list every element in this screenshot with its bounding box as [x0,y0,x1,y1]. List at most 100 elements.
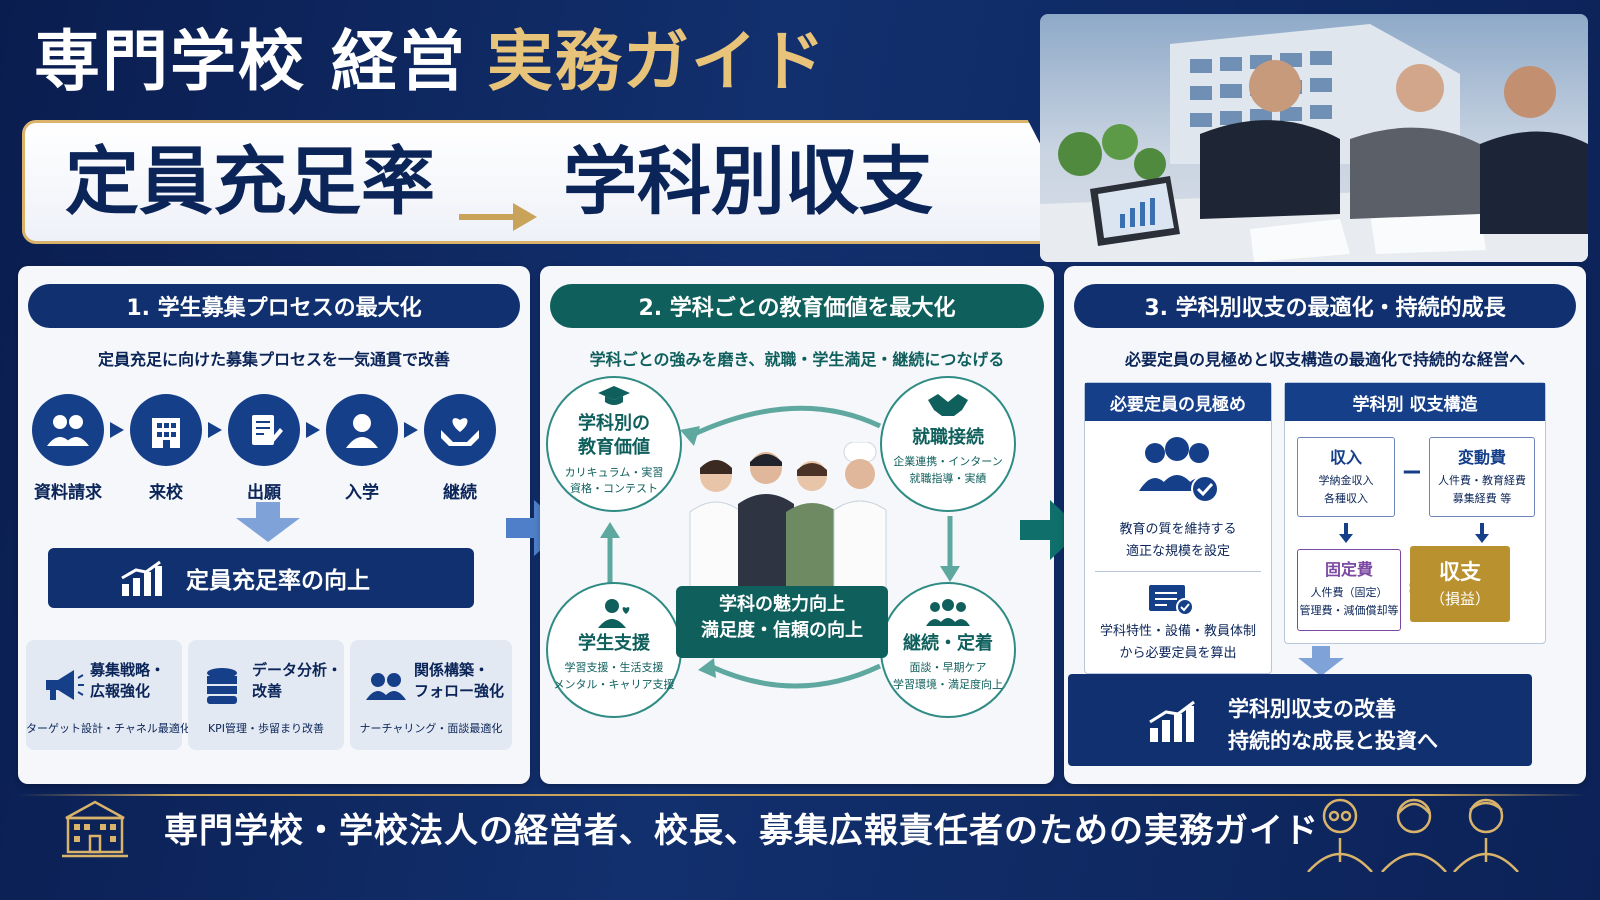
subtitle-right: 学科別収支 [563,139,933,225]
revenue-title: 収入 [1329,448,1362,467]
card-title-line2: 広報強化 [90,682,151,700]
revenue-line2: 各種収入 [1324,491,1368,505]
step-continue: 継続 [422,394,498,503]
cycle-education-value: 学科別の教育価値 カリキュラム・実習資格・コンテスト [546,376,682,512]
arrow-down-icon [236,502,300,542]
capacity-item1-line1: 教育の質を維持する [1119,522,1237,537]
revenue-line1: 学納金収入 [1318,474,1374,487]
person-icon [326,394,398,466]
cycle-desc-line2: 学習環境・満足度向上 [893,677,1003,691]
megaphone-icon [40,666,84,706]
result-text: 定員充足率の向上 [186,568,370,594]
capacity-item2-line2: から必要定員を算出 [1119,646,1237,662]
divider [1095,571,1261,572]
result-balance-improvement: 学科別収支の改善 持続的な成長と投資へ [1068,674,1532,766]
variable-cost-box: 変動費 人件費・教育経費募集経費 等 [1429,437,1535,517]
step-arrow-icon [110,422,124,438]
panel2-lead: 学科ごとの強みを磨き、就職・学生満足・継続につなげる [589,350,1005,369]
cycle-title: 学生支援 [578,633,650,654]
footer-divider [18,794,1586,796]
database-icon [202,666,246,706]
fixed-title: 固定費 [1324,560,1373,579]
students-illustration [678,441,898,593]
result-line1: 学科別収支の改善 [1228,697,1396,721]
capacity-item2-line1: 学科特性・設備・教員体制 [1099,624,1256,639]
application-icon [228,394,300,466]
balance-title: 収支 [1439,560,1481,584]
panel3-lead: 必要定員の見極めと収支構造の最適化で持続的な経営へ [1124,350,1525,369]
result-line2: 持続的な成長と投資へ [1228,728,1438,753]
step-label: 資料請求 [34,483,102,503]
subtitle-banner: 定員充足率 学科別収支 [22,120,1092,244]
result-capacity-rate: 定員充足率の向上 [48,548,474,608]
card-title-line1: データ分析・ [252,661,343,679]
school-building-icon [60,798,130,860]
cycle-desc-line1: カリキュラム・実習 [564,465,664,479]
balance-sub: （損益） [1429,590,1490,608]
people-icon [32,394,104,466]
card-desc: ナーチャリング・面談最適化 [359,722,503,735]
card-title-line2: フォロー強化 [414,682,505,700]
variable-line1: 人件費・教育経費 [1438,474,1526,487]
step-label: 出願 [247,483,281,503]
step-visit: 来校 [128,394,204,503]
cycle-desc-line1: 学習支援・生活支援 [564,661,664,675]
step-label: 継続 [443,483,477,503]
revenue-box: 収入 学納金収入各種収入 [1297,437,1395,517]
arrow-down-icon [1475,523,1489,547]
step-label: 入学 [345,483,379,503]
panel1-heading: 1. 学生募集プロセスの最大化 [28,284,520,328]
cycle-title-line2: 教育価値 [578,437,650,459]
variable-line2: 募集経費 等 [1452,491,1512,505]
cycle-desc-line1: 企業連携・インターン [893,455,1003,469]
panel-recruitment: 1. 学生募集プロセスの最大化 定員充足に向けた募集プロセスを一気通貫で改善 資… [18,266,530,784]
balance-result-box: 収支 （損益） [1410,546,1510,622]
card-title-line2: 改善 [252,682,283,700]
card-desc: ターゲット設計・チャネル最適化 [26,722,191,735]
arrow-right-icon [459,163,539,231]
team-icon [882,598,1014,632]
balance-structure-header: 学科別 収支構造 [1285,383,1545,421]
document-check-icon [1147,581,1195,621]
fixed-line2: 管理費・減価償却等 [1299,603,1399,617]
minus-sign: − [1401,457,1423,487]
group-icon [364,666,408,706]
step-inquiry: 資料請求 [30,394,106,503]
step-enroll: 入学 [324,394,400,503]
fixed-cost-box: 固定費 人件費（固定）管理費・減価償却等 [1297,549,1401,631]
cycle-retention: 継続・定着 面談・早期ケア学習環境・満足度向上 [880,582,1016,718]
panel-education-value: 2. 学科ごとの教育価値を最大化 学科ごとの強みを磨き、就職・学生満足・継続につ… [540,266,1054,784]
building-icon [130,394,202,466]
card-data-analysis: データ分析・改善 KPI管理・歩留まり改善 [188,640,344,750]
cycle-title-line1: 学科別の [578,413,650,434]
panel3-heading: 3. 学科別収支の最適化・持続的成長 [1074,284,1576,328]
cycle-desc-line1: 面談・早期ケア [909,661,987,675]
main-title-text: 専門学校 経営 [34,23,467,100]
graduation-cap-icon [548,384,680,412]
step-apply: 出願 [226,394,302,503]
support-icon [548,598,680,632]
step-arrow-icon [404,422,418,438]
executives-icon [1304,792,1522,873]
panel1-lead: 定員充足に向けた募集プロセスを一気通貫で改善 [97,350,450,369]
panel-department-balance: 3. 学科別収支の最適化・持続的成長 必要定員の見極めと収支構造の最適化で持続的… [1064,266,1586,784]
center-appeal-box: 学科の魅力向上 満足度・信頼の向上 [676,586,888,658]
main-title: 専門学校 経営実務ガイド [34,22,827,101]
card-title-line1: 関係構築・ [414,661,490,679]
handshake-icon [882,392,1014,422]
cycle-title: 継続・定着 [903,633,993,654]
card-desc: KPI管理・歩留まり改善 [207,722,325,735]
balance-structure-box: 学科別 収支構造 収入 学納金収入各種収入 − 変動費 人件費・教育経費募集経費… [1284,382,1546,644]
step-arrow-icon [208,422,222,438]
cycle-title: 就職接続 [912,427,984,448]
footer-text: 専門学校・学校法人の経営者、校長、募集広報責任者のための実務ガイド [164,811,1319,851]
growth-chart-icon [1148,700,1198,752]
cycle-student-support: 学生支援 学習支援・生活支援メンタル・キャリア支援 [546,582,682,718]
heart-hands-icon [424,394,496,466]
arrow-down-icon [1298,646,1344,680]
main-title-accent: 実務ガイド [486,23,827,100]
people-check-icon [1135,435,1221,509]
card-strategy: 募集戦略・広報強化 ターゲット設計・チャネル最適化 [26,640,191,750]
subtitle-left: 定員充足率 [65,139,435,225]
required-capacity-header: 必要定員の見極め [1085,383,1271,421]
